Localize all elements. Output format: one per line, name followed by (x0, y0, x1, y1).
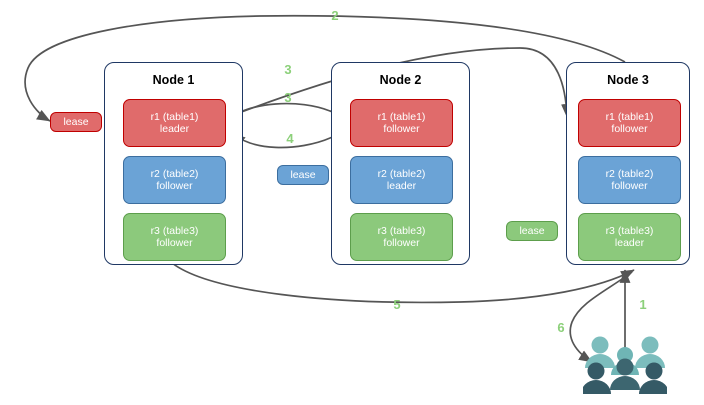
replica-node1-r2[interactable]: r2 (table2) follower (123, 156, 226, 204)
node-title-1: Node 1 (152, 73, 195, 87)
lease-badge-red[interactable]: lease (50, 112, 102, 132)
replica-name: r3 (table3) (377, 224, 426, 237)
replica-name: r3 (table3) (150, 224, 199, 237)
users-icon (581, 336, 669, 394)
replica-node1-r3[interactable]: r3 (table3) follower (123, 213, 226, 261)
step-label-3-a: 3 (284, 62, 292, 77)
users-group-icon (581, 334, 669, 394)
step-label-4: 4 (286, 131, 294, 146)
replica-role: follower (156, 237, 193, 249)
replica-node3-r2[interactable]: r2 (table2) follower (578, 156, 681, 204)
node-box-1[interactable]: Node 1 r1 (table1) leader r2 (table2) fo… (104, 62, 243, 265)
step-label-2: 2 (331, 8, 339, 23)
node-title-3: Node 3 (607, 73, 649, 87)
node-box-3[interactable]: Node 3 r1 (table1) follower r2 (table2) … (566, 62, 690, 265)
replica-node2-r3[interactable]: r3 (table3) follower (350, 213, 453, 261)
replica-role: follower (383, 237, 420, 249)
replica-name: r2 (table2) (605, 167, 654, 180)
replica-role: follower (611, 123, 648, 135)
replica-role: follower (383, 123, 420, 135)
lease-badge-blue[interactable]: lease (277, 165, 329, 185)
step-label-1: 1 (639, 297, 647, 312)
replica-name: r2 (table2) (377, 167, 426, 180)
step-label-6: 6 (557, 320, 565, 335)
replica-role: leader (614, 237, 645, 249)
replica-node3-r3[interactable]: r3 (table3) leader (578, 213, 681, 261)
lease-badge-green[interactable]: lease (506, 221, 558, 241)
replica-node2-r1[interactable]: r1 (table1) follower (350, 99, 453, 147)
replica-name: r1 (table1) (377, 110, 426, 123)
replica-role: follower (611, 180, 648, 192)
replica-role: leader (386, 180, 417, 192)
replica-node2-r2[interactable]: r2 (table2) leader (350, 156, 453, 204)
replica-node3-r1[interactable]: r1 (table1) follower (578, 99, 681, 147)
step-label-3-b: 3 (284, 90, 292, 105)
replica-node1-r1[interactable]: r1 (table1) leader (123, 99, 226, 147)
replica-role: leader (159, 123, 190, 135)
replica-name: r1 (table1) (605, 110, 654, 123)
step-label-5: 5 (393, 297, 401, 312)
node-box-2[interactable]: Node 2 r1 (table1) follower r2 (table2) … (331, 62, 470, 265)
node-title-2: Node 2 (379, 73, 422, 87)
replica-name: r2 (table2) (150, 167, 199, 180)
replica-role: follower (156, 180, 193, 192)
replica-name: r3 (table3) (605, 224, 654, 237)
replica-name: r1 (table1) (150, 110, 199, 123)
